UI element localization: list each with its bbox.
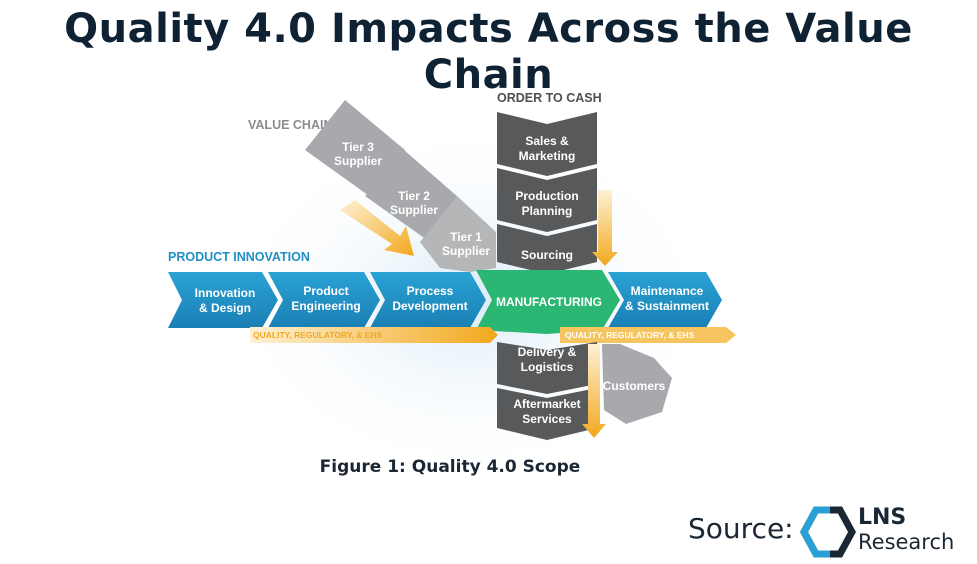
pi-innovation-design: Innovation & Design — [168, 272, 278, 328]
engineering-label-line1: Product — [303, 284, 348, 298]
innovation-label-line2: & Design — [199, 301, 251, 315]
innovation-label-line1: Innovation — [195, 286, 256, 300]
delivery-label-line2: Logistics — [521, 360, 574, 374]
sourcing-label: Sourcing — [521, 248, 573, 262]
otc-delivery-logistics: Delivery & Logistics — [497, 342, 597, 394]
pi-process-development: Process Development — [370, 272, 486, 328]
value-chain-gold-arrow-1 — [340, 200, 414, 256]
tier2-label-line1: Tier 2 — [398, 189, 430, 203]
otc-customers: Customers — [602, 344, 672, 424]
header-value-chain: VALUE CHAIN — [248, 118, 333, 132]
planning-label-line2: Planning — [522, 204, 573, 218]
logo-name: LNS — [858, 505, 907, 530]
quality-band-right-label: QUALITY, REGULATORY, & EHS — [565, 330, 695, 340]
delivery-label-line1: Delivery & — [518, 345, 577, 359]
value-chain-tier2: Tier 2 Supplier — [365, 150, 458, 242]
tier3-label-line1: Tier 3 — [342, 140, 374, 154]
value-chain-tier3: Tier 3 Supplier — [305, 100, 405, 198]
sales-label-line2: Marketing — [519, 149, 576, 163]
tier3-label-line2: Supplier — [334, 154, 382, 168]
page-title: Quality 4.0 Impacts Across the Value Cha… — [64, 6, 913, 98]
maintenance-label-line1: Maintenance — [631, 284, 704, 298]
process-label-line1: Process — [407, 284, 454, 298]
tier2-label-line2: Supplier — [390, 203, 438, 217]
sales-label-line1: Sales & — [525, 134, 569, 148]
maintenance-label-line2: & Sustainment — [625, 299, 709, 313]
source-label: Source: — [688, 512, 794, 545]
quality-band-left-label: QUALITY, REGULATORY, & EHS — [253, 330, 383, 340]
otc-sourcing: Sourcing — [497, 224, 597, 274]
customers-label: Customers — [603, 379, 666, 393]
header-order-to-cash: ORDER TO CASH — [497, 91, 602, 105]
aftermarket-label-line2: Services — [522, 412, 572, 426]
otc-gold-arrow-bottom — [582, 344, 606, 438]
process-label-line2: Development — [392, 299, 467, 313]
quality-band-right: QUALITY, REGULATORY, & EHS — [560, 327, 736, 343]
quality-band-left: QUALITY, REGULATORY, & EHS — [250, 327, 498, 343]
lns-hexagon-logo-icon — [800, 506, 856, 558]
tier1-label-line1: Tier 1 — [450, 230, 482, 244]
header-product-innovation: PRODUCT INNOVATION — [168, 250, 310, 264]
engineering-label-line2: Engineering — [291, 299, 360, 313]
pi-maintenance-sustainment: Maintenance & Sustainment — [608, 272, 722, 328]
tier1-label-line2: Supplier — [442, 244, 490, 258]
otc-sales-marketing: Sales & Marketing — [497, 112, 597, 176]
aftermarket-label-line1: Aftermarket — [513, 397, 580, 411]
pi-product-engineering: Product Engineering — [268, 272, 380, 328]
otc-aftermarket-services: Aftermarket Services — [497, 388, 597, 440]
manufacturing-label: MANUFACTURING — [496, 295, 602, 309]
pi-manufacturing: MANUFACTURING — [476, 270, 620, 334]
logo-subtitle: Research — [858, 530, 955, 554]
figure-caption: Figure 1: Quality 4.0 Scope — [319, 457, 581, 477]
otc-production-planning: Production Planning — [497, 168, 597, 232]
otc-gold-arrow-top — [592, 190, 618, 266]
value-chain-tier1: Tier 1 Supplier — [420, 196, 496, 272]
planning-label-line1: Production — [515, 189, 578, 203]
